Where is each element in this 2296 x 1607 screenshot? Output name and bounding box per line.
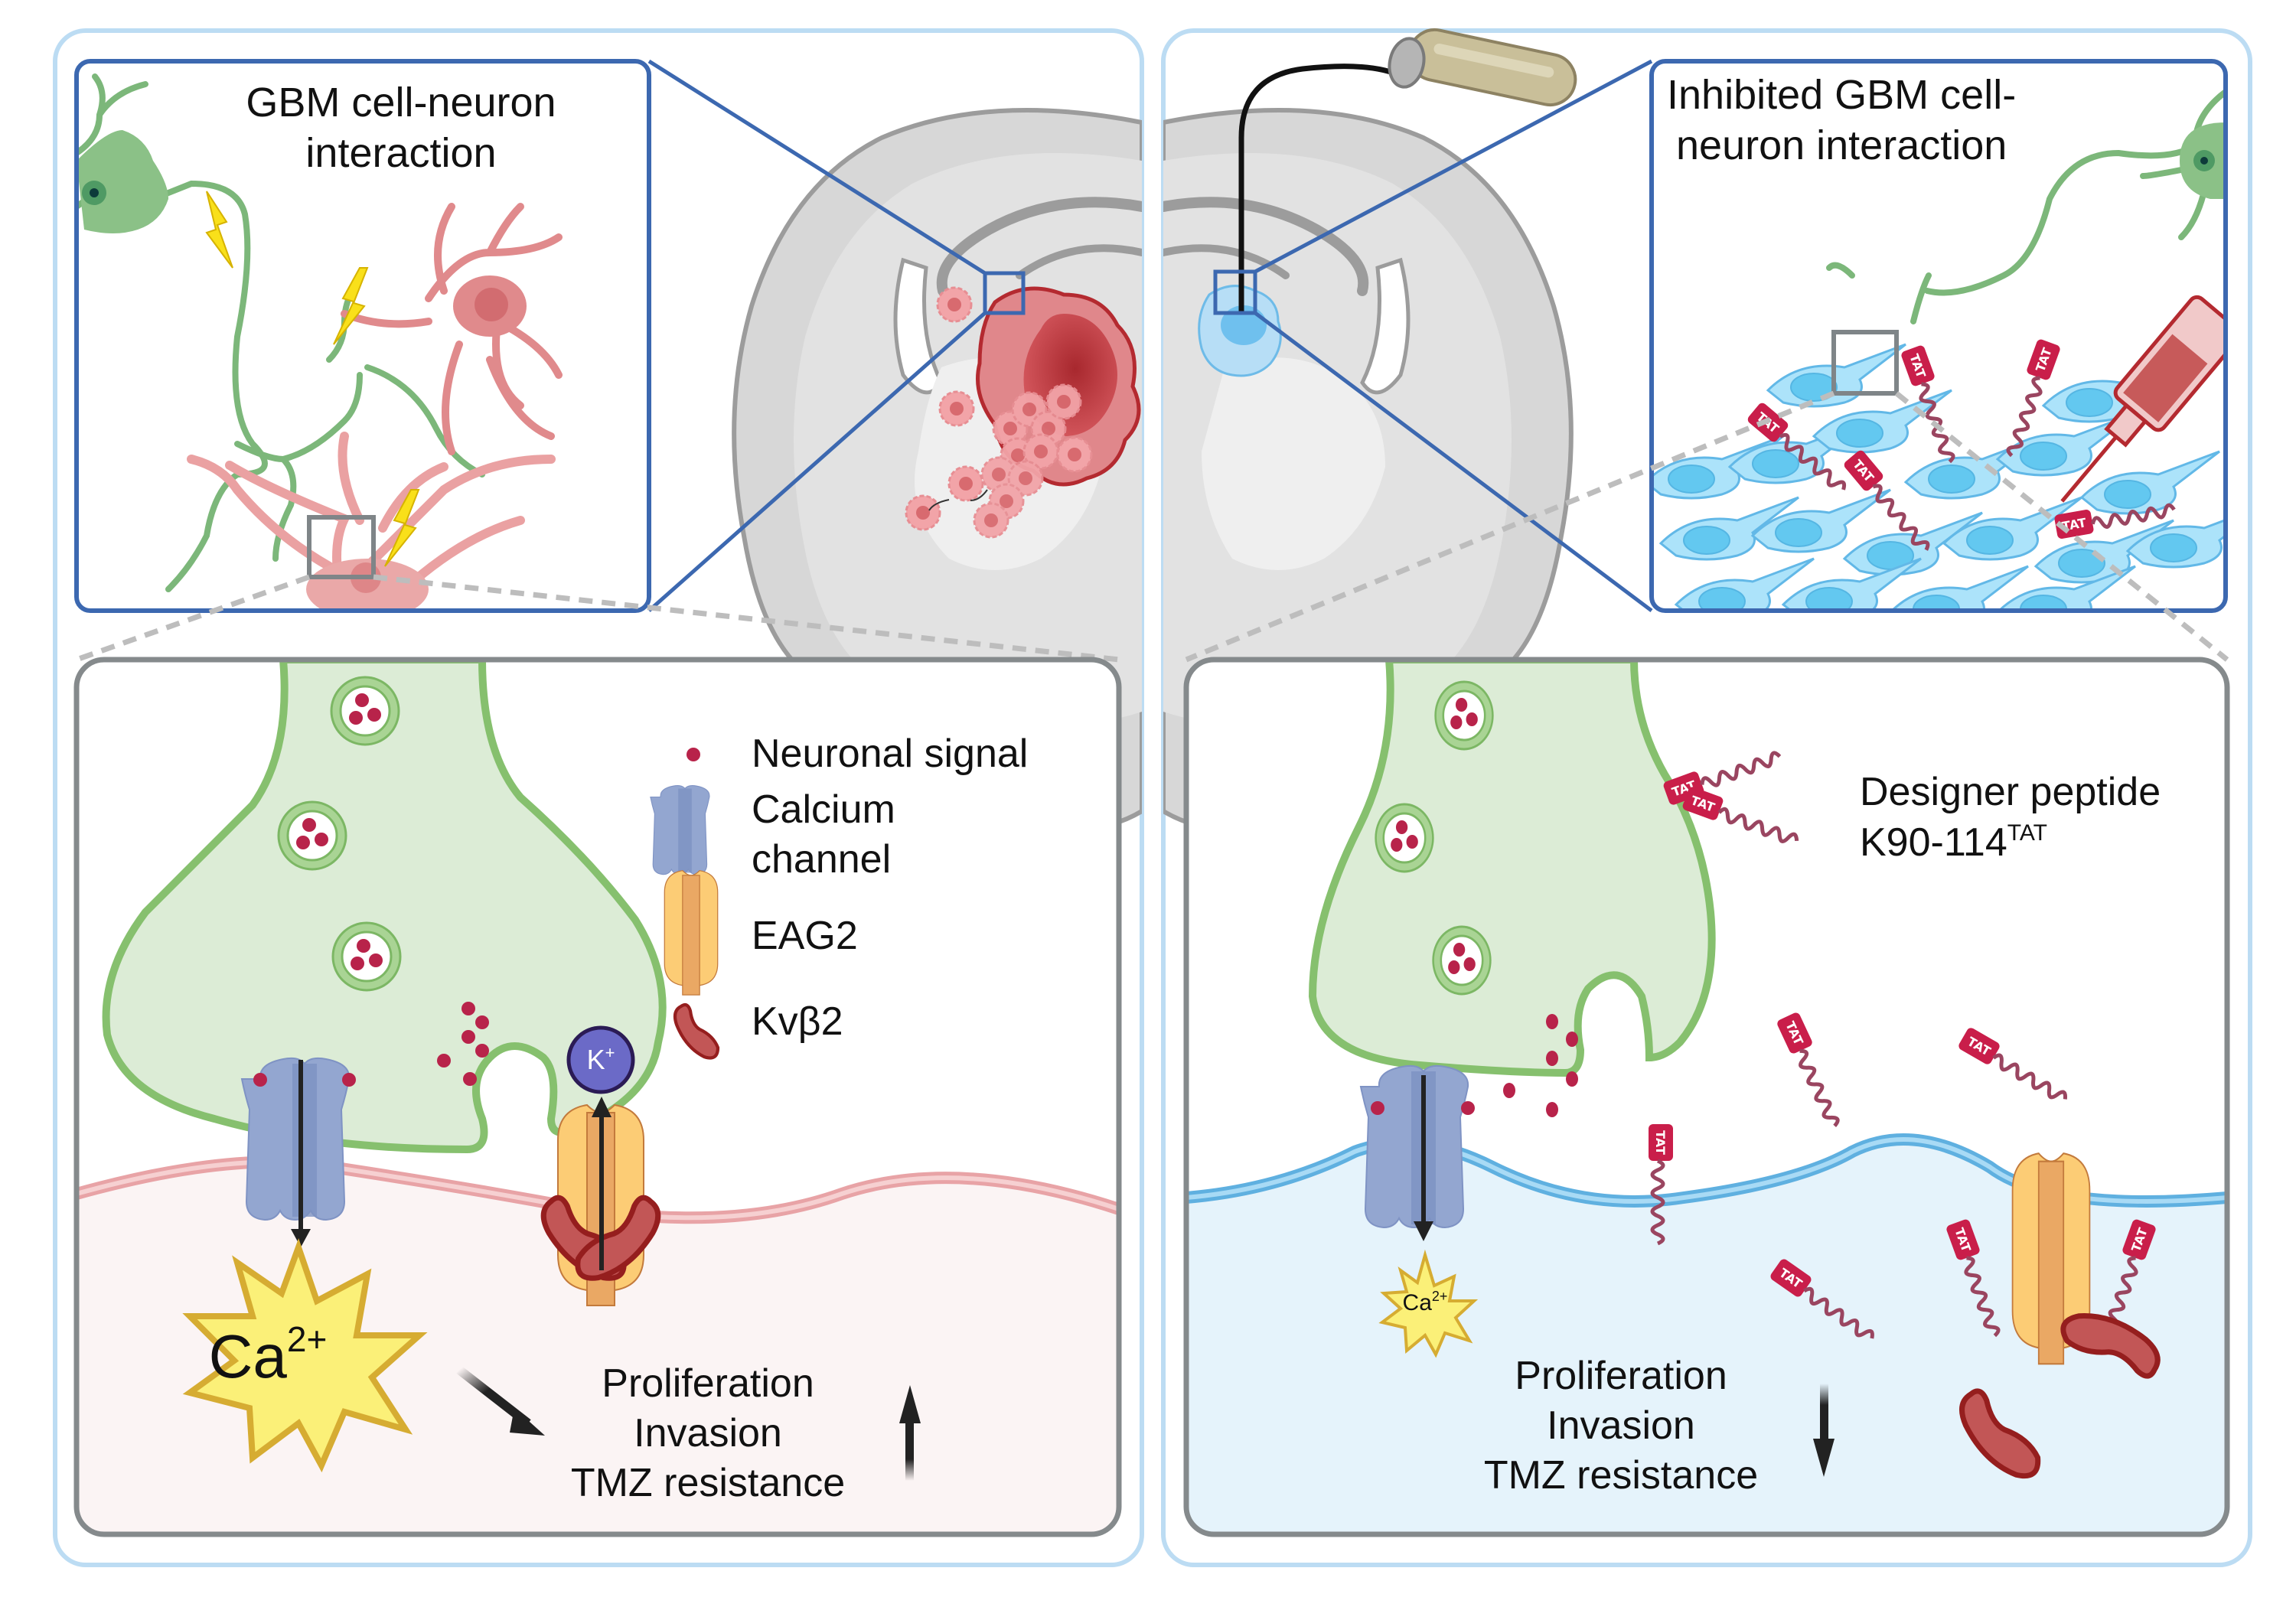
right-inset-zoom-box [1831,330,1899,396]
peptide-legend-line1: Designer peptide [1860,770,2161,814]
osmotic-pump-icon [1388,28,1577,107]
left-mechanism-panel [73,657,1122,1537]
presynaptic-terminal-right [1308,660,1716,1077]
right-inset-title-line1: Inhibited GBM cell- [1667,72,2016,118]
potassium-label: K+ [587,1043,615,1075]
gbm-cell-interior-left [77,1162,1119,1534]
right-mechanism-border [1183,657,2230,1537]
left-outcome-1: Proliferation [602,1361,814,1406]
calcium-channel-right [1360,1064,1469,1228]
legend [650,748,719,1058]
left-mechanism-border [73,657,1122,1537]
left-brain-slice [732,108,1142,831]
right-mechanism-panel [1183,657,2230,1537]
legend-calcium-line1: Calcium [752,787,895,832]
calcium-starburst-right [1378,1249,1479,1358]
legend-neuronal-signal: Neuronal signal [752,732,1028,776]
left-connector-bottom [647,311,987,612]
right-outcome-2: Invasion [1547,1403,1695,1448]
potassium-ion [566,1025,635,1094]
left-inset-title-line2: interaction [305,130,496,176]
left-inset-zoom-box [307,515,376,579]
neuronal-signal-dot [687,748,700,761]
eag2-channel-icon [664,870,719,996]
right-outcome-1: Proliferation [1515,1354,1727,1398]
left-outcome-3: TMZ resistance [571,1461,845,1505]
left-inset-title-line1: GBM cell-neuron [246,80,556,125]
right-connector-top [1254,59,1653,274]
peptide-legend-line2: K90-114TAT [1860,820,2047,865]
calcium-label-right: Ca2+ [1403,1289,1448,1315]
left-outcome-2: Invasion [634,1411,782,1455]
right-brain-zoom-box [1213,269,1257,315]
right-inset [1649,59,2228,613]
legend-kvbeta2: Kvβ2 [752,999,843,1044]
left-inset-border [74,59,651,613]
left-connector-top [647,59,987,275]
left-brain-zoom-box [983,271,1026,315]
calcium-label-left: Ca2+ [209,1319,328,1390]
right-connector-bottom [1254,311,1653,612]
legend-calcium-line2: channel [752,837,891,882]
left-inset [74,59,651,613]
calcium-starburst-left [182,1238,428,1473]
calcium-channel-icon [650,785,710,875]
right-inset-title-line2: neuron interaction [1676,122,2007,168]
legend-eag2: EAG2 [752,914,858,958]
right-brain-slice [1163,64,1574,831]
right-inset-border [1649,59,2228,613]
syringe-icon [2060,295,2226,503]
dashed-zoom-connectors [75,390,2229,663]
right-outcome-3: TMZ resistance [1484,1453,1758,1498]
presynaptic-terminal-left [102,660,667,1154]
